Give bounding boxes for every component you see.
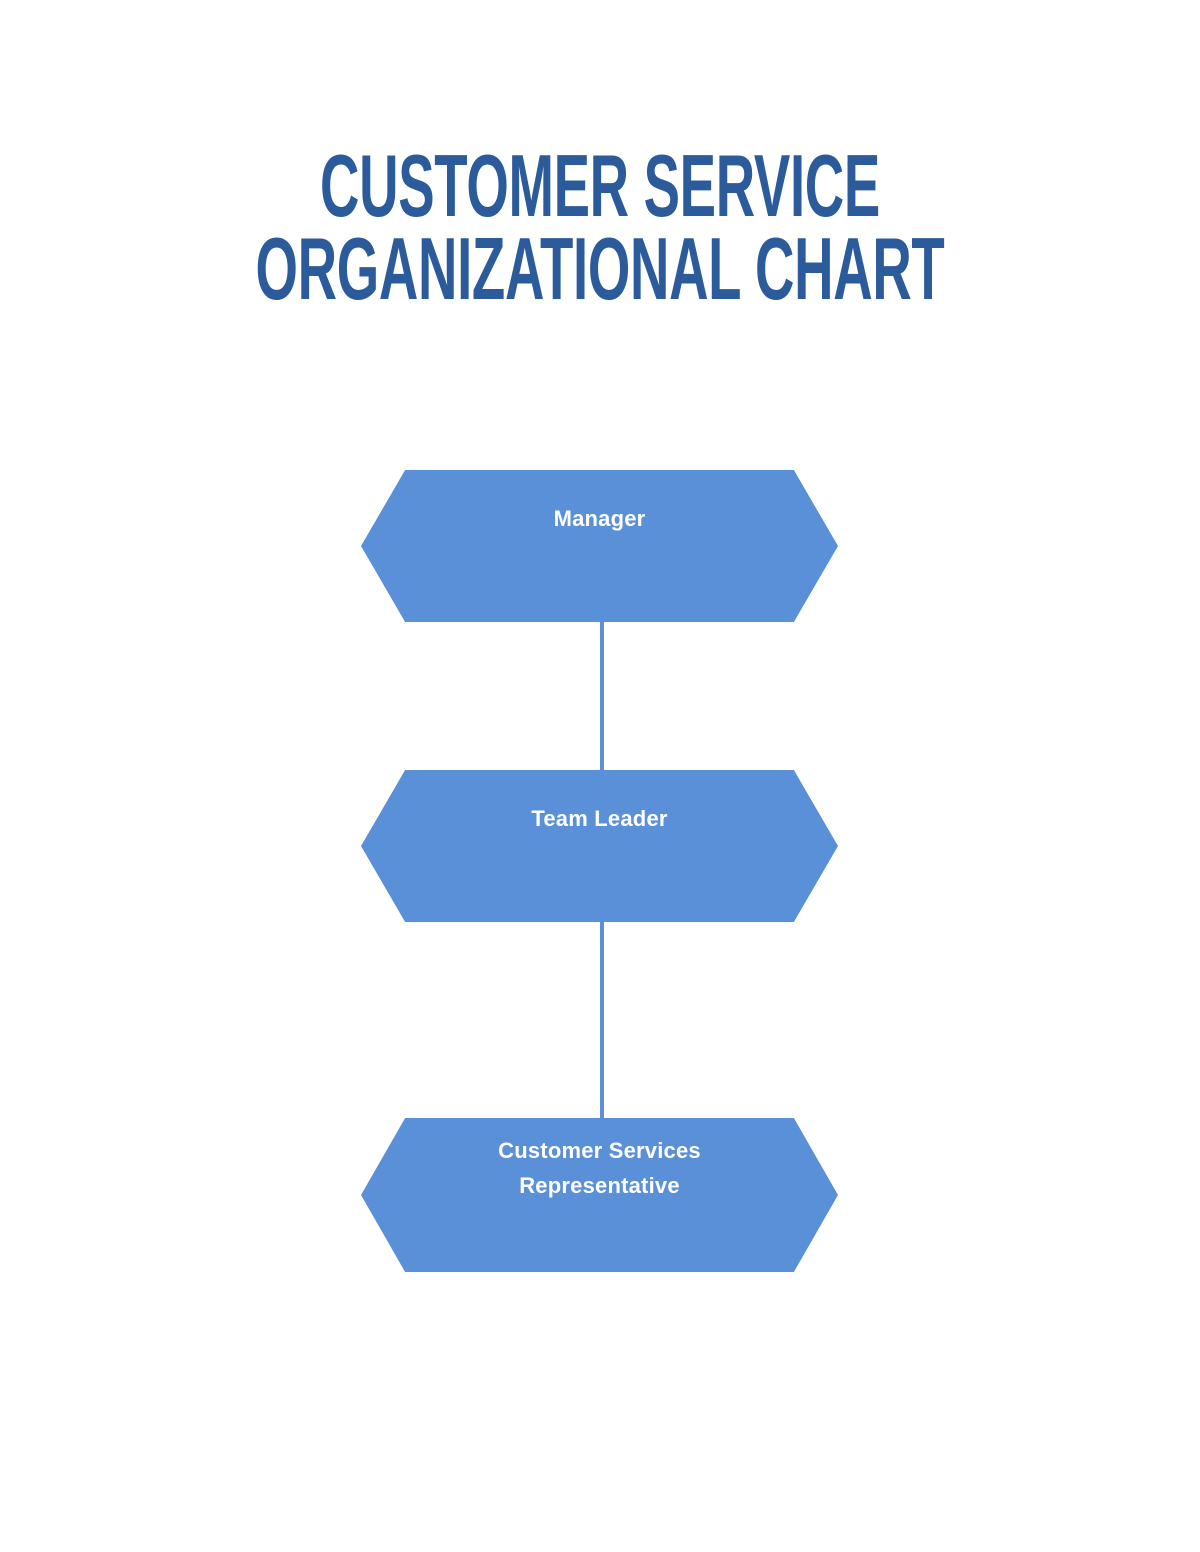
page-title-line-2: ORGANIZATIONAL CHART bbox=[255, 219, 945, 318]
page-title: CUSTOMER SERVICE ORGANIZATIONAL CHART bbox=[228, 136, 972, 318]
org-node-customer-services-representative-text: Customer Services Representative bbox=[361, 1133, 838, 1203]
org-connector-manager-to-team-leader bbox=[600, 620, 604, 774]
org-node-manager[interactable]: Manager bbox=[361, 470, 838, 622]
org-node-customer-services-representative[interactable]: Customer Services Representative bbox=[361, 1118, 838, 1272]
org-node-team-leader-text: Team Leader bbox=[361, 801, 838, 836]
page-title-line-1: CUSTOMER SERVICE bbox=[320, 136, 880, 235]
org-node-customer-services-representative-label-line-2: Representative bbox=[519, 1173, 680, 1198]
org-node-team-leader[interactable]: Team Leader bbox=[361, 770, 838, 922]
org-connector-team-leader-to-representative bbox=[600, 920, 604, 1122]
org-node-manager-text: Manager bbox=[361, 501, 838, 536]
org-node-manager-label: Manager bbox=[553, 506, 646, 531]
org-node-customer-services-representative-label-line-1: Customer Services bbox=[498, 1138, 701, 1163]
org-node-team-leader-label: Team Leader bbox=[531, 806, 668, 831]
